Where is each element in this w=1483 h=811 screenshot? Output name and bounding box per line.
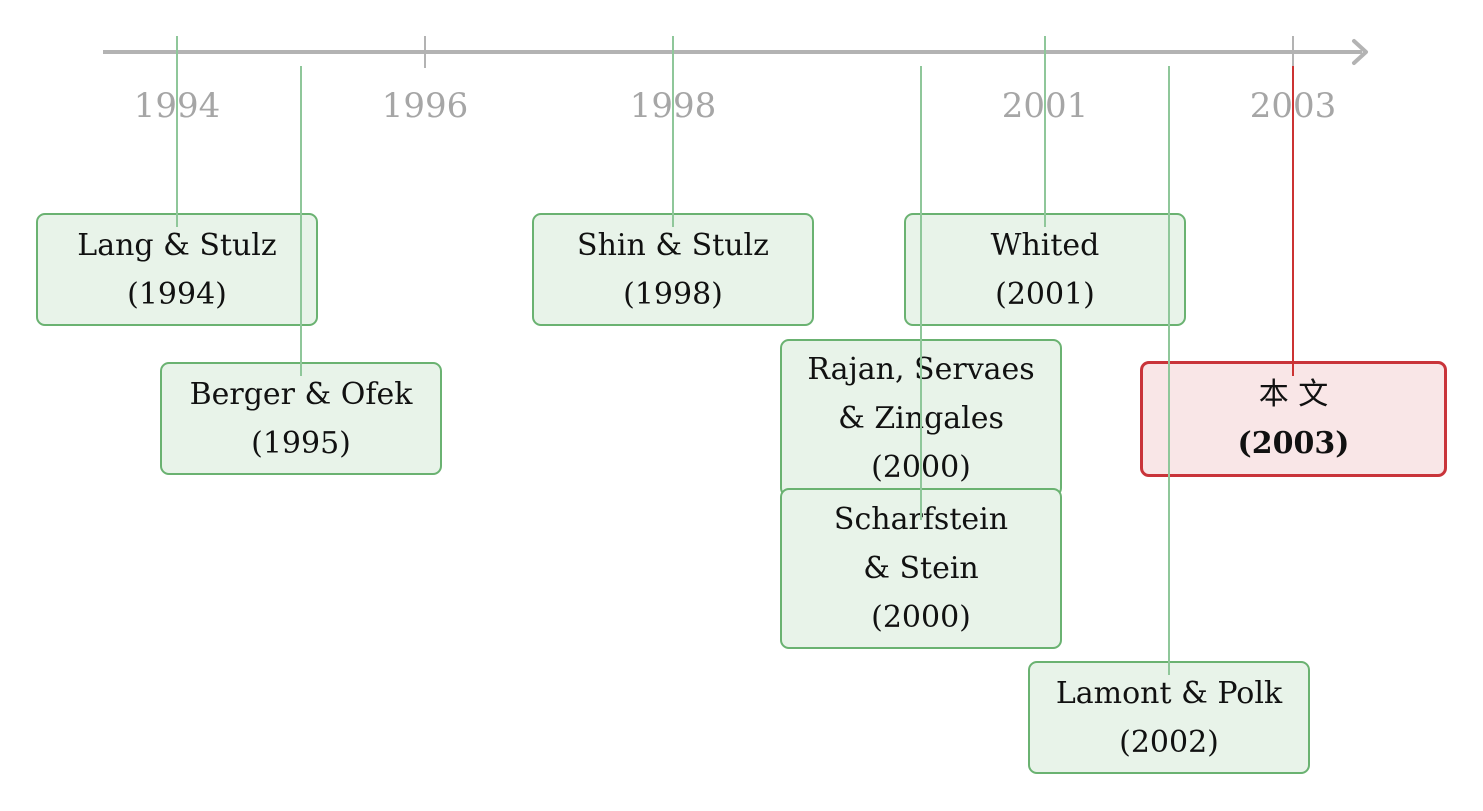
paper-node-berger-ofek: Berger & Ofek (1995) (160, 362, 442, 475)
paper-authors: Rajan, Servaes (807, 351, 1035, 387)
axis-arrow-head (1352, 39, 1368, 65)
paper-node-rajan-servaes-zingales: Rajan, Servaes & Zingales (2000) (780, 339, 1062, 497)
paper-authors: Berger & Ofek (189, 376, 413, 412)
year-label-2001: 2001 (1002, 86, 1089, 126)
paper-authors: Shin & Stulz (577, 227, 769, 263)
year-label-1994: 1994 (134, 86, 221, 126)
paper-authors: Lang & Stulz (77, 227, 277, 263)
paper-year: (1994) (127, 276, 227, 312)
paper-authors: 本 文 (1258, 377, 1329, 412)
paper-node-this-paper: 本 文 (2003) (1140, 361, 1447, 477)
paper-node-lamont-polk: Lamont & Polk (2002) (1028, 661, 1310, 774)
paper-node-shin-stulz: Shin & Stulz (1998) (532, 213, 814, 326)
paper-year: (2000) (871, 449, 971, 485)
paper-year: (2000) (871, 600, 971, 635)
paper-year: (2003) (1237, 426, 1350, 461)
paper-year: (2001) (995, 276, 1095, 312)
paper-node-lang-stulz: Lang & Stulz (1994) (36, 213, 318, 326)
year-label-1998: 1998 (630, 86, 717, 126)
paper-node-whited: Whited (2001) (904, 213, 1186, 326)
paper-authors-cont: & Zingales (838, 400, 1004, 436)
paper-year: (1998) (623, 276, 723, 312)
paper-authors-cont: & Stein (863, 551, 979, 586)
paper-authors: Whited (990, 227, 1100, 263)
paper-node-scharfstein-stein: Scharfstein & Stein (2000) (780, 488, 1062, 649)
paper-year: (2002) (1119, 724, 1219, 760)
year-label-2003: 2003 (1250, 86, 1337, 126)
paper-authors: Scharfstein (833, 502, 1009, 537)
year-label-1996: 1996 (382, 86, 469, 126)
paper-authors: Lamont & Polk (1055, 675, 1283, 711)
paper-year: (1995) (251, 425, 351, 461)
